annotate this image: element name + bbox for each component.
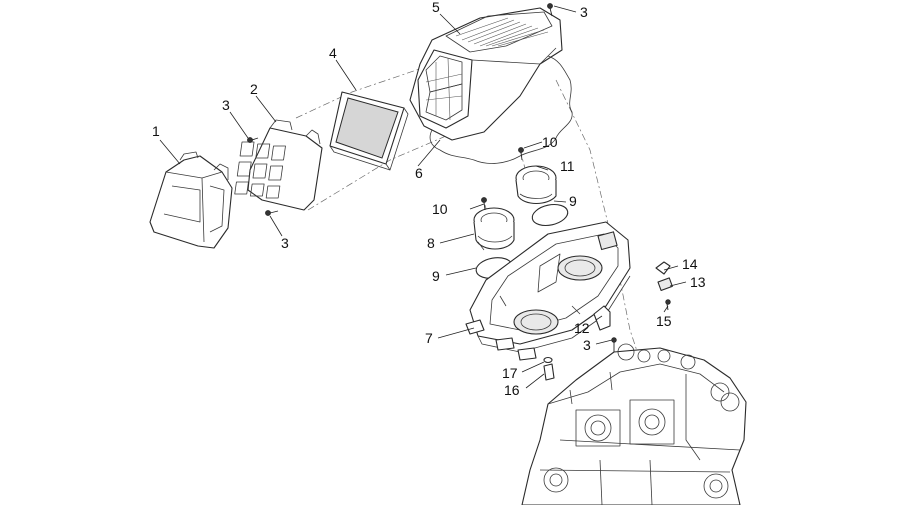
callout-11: 11 [560,158,575,174]
callout-1: 1 [152,123,160,139]
callout-12: 12 [574,320,590,336]
part-9-o-ring-right[interactable] [530,201,569,228]
callout-13: 13 [690,274,706,290]
part-11-intake-rubber[interactable] [515,165,557,205]
part-7-lower-airbox-base[interactable] [465,221,631,361]
callout-9-left: 9 [432,268,440,284]
housing-ribs [455,17,549,47]
callout-4: 4 [329,45,337,61]
part-8-intake-rubber[interactable] [473,207,515,251]
callout-9-right: 9 [569,193,577,209]
callout-14: 14 [682,256,698,272]
part-1-airbox-cover[interactable] [149,151,233,249]
screw-part-3-top-right[interactable] [547,3,553,17]
callout-5: 5 [432,0,440,15]
part-12-bracket[interactable] [593,305,611,331]
screw-part-10-right[interactable] [518,147,524,161]
callout-17: 17 [502,365,518,381]
part-4-air-filter-element[interactable] [329,91,409,171]
part-5-upper-airbox-housing[interactable] [409,7,563,141]
callout-7: 7 [425,330,433,346]
screw-part-3-lower-right[interactable] [611,337,617,352]
callout-labels: 1 2 3 3 3 3 4 5 6 7 8 9 9 10 10 11 12 13… [152,0,706,398]
callout-2: 2 [250,81,258,97]
part-15-screw[interactable] [665,299,671,311]
part-14-grommet[interactable] [655,261,671,275]
engine-block [521,343,747,505]
callout-3-lower-right: 3 [583,337,591,353]
callout-10-right: 10 [542,134,558,150]
housing-intake-grille [425,55,463,121]
callout-16: 16 [504,382,520,398]
part-17-hose-clamp[interactable] [543,356,553,364]
screw-part-3-left[interactable] [247,137,259,143]
callout-6: 6 [415,165,423,181]
screw-part-10-left[interactable] [481,197,487,211]
part-6-housing-seal[interactable] [429,55,573,164]
callout-3-bottom: 3 [281,235,289,251]
callout-10-left: 10 [432,201,448,217]
callout-3-top: 3 [580,4,588,20]
part-13-sensor[interactable] [657,277,673,292]
callout-8: 8 [427,235,435,251]
screw-part-3-bottom[interactable] [265,210,279,216]
callout-3-left: 3 [222,97,230,113]
part-16-breather-hose[interactable] [543,363,555,381]
part-2-filter-frame[interactable] [234,119,323,211]
leader-lines [159,5,687,389]
callout-15: 15 [656,313,672,329]
